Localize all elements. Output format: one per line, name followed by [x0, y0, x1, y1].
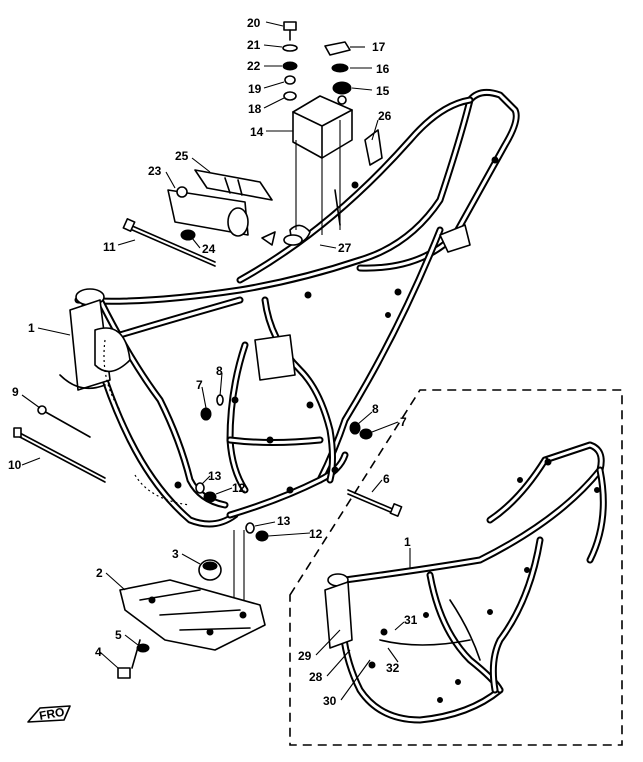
callout-2: 2	[96, 566, 103, 580]
callout-1-inset: 1	[404, 535, 411, 549]
callout-26: 26	[378, 109, 392, 123]
callout-31: 31	[404, 613, 418, 627]
front-direction-marker: FRO	[27, 705, 71, 723]
callout-32: 32	[386, 661, 400, 675]
callout-12-lower: 12	[309, 527, 323, 541]
callout-13-lower: 13	[277, 514, 291, 528]
callout-20: 20	[247, 16, 261, 30]
callout-6: 6	[383, 472, 390, 486]
callout-8-right: 8	[372, 402, 379, 416]
callout-10: 10	[8, 458, 22, 472]
main-frame	[59, 88, 520, 528]
skid-plate	[117, 559, 266, 679]
callout-27: 27	[338, 241, 352, 255]
callout-11: 11	[103, 240, 116, 254]
starter-relay-assembly	[122, 169, 276, 267]
callout-12-upper: 12	[232, 481, 246, 495]
engine-mount-bolts	[13, 394, 403, 610]
callout-25: 25	[175, 149, 189, 163]
callout-28: 28	[309, 670, 323, 684]
callout-24: 24	[202, 242, 216, 256]
callout-29: 29	[298, 649, 312, 663]
callout-3: 3	[172, 547, 179, 561]
callout-17: 17	[372, 40, 386, 54]
callout-30: 30	[323, 694, 337, 708]
callout-13-upper: 13	[208, 469, 222, 483]
callout-23: 23	[148, 164, 162, 178]
callout-labels: 20 21 22 19 18 17 16 15 14 26 25 23 24 2…	[8, 16, 418, 708]
callout-5: 5	[115, 628, 122, 642]
front-marker-label: FRO	[38, 705, 65, 723]
inset-frame-view	[289, 389, 623, 746]
leader-lines	[21, 21, 411, 701]
callout-16: 16	[376, 62, 390, 76]
callout-9: 9	[12, 385, 19, 399]
callout-1-main: 1	[28, 321, 35, 335]
callout-8-left: 8	[216, 364, 223, 378]
callout-15: 15	[376, 84, 390, 98]
battery-box-assembly	[282, 21, 383, 246]
callout-7-right: 7	[400, 415, 407, 429]
callout-4: 4	[95, 645, 102, 659]
callout-19: 19	[248, 82, 262, 96]
callout-22: 22	[247, 59, 261, 73]
callout-21: 21	[247, 38, 261, 52]
callout-14: 14	[250, 125, 264, 139]
callout-7-left: 7	[196, 378, 203, 392]
callout-18: 18	[248, 102, 262, 116]
